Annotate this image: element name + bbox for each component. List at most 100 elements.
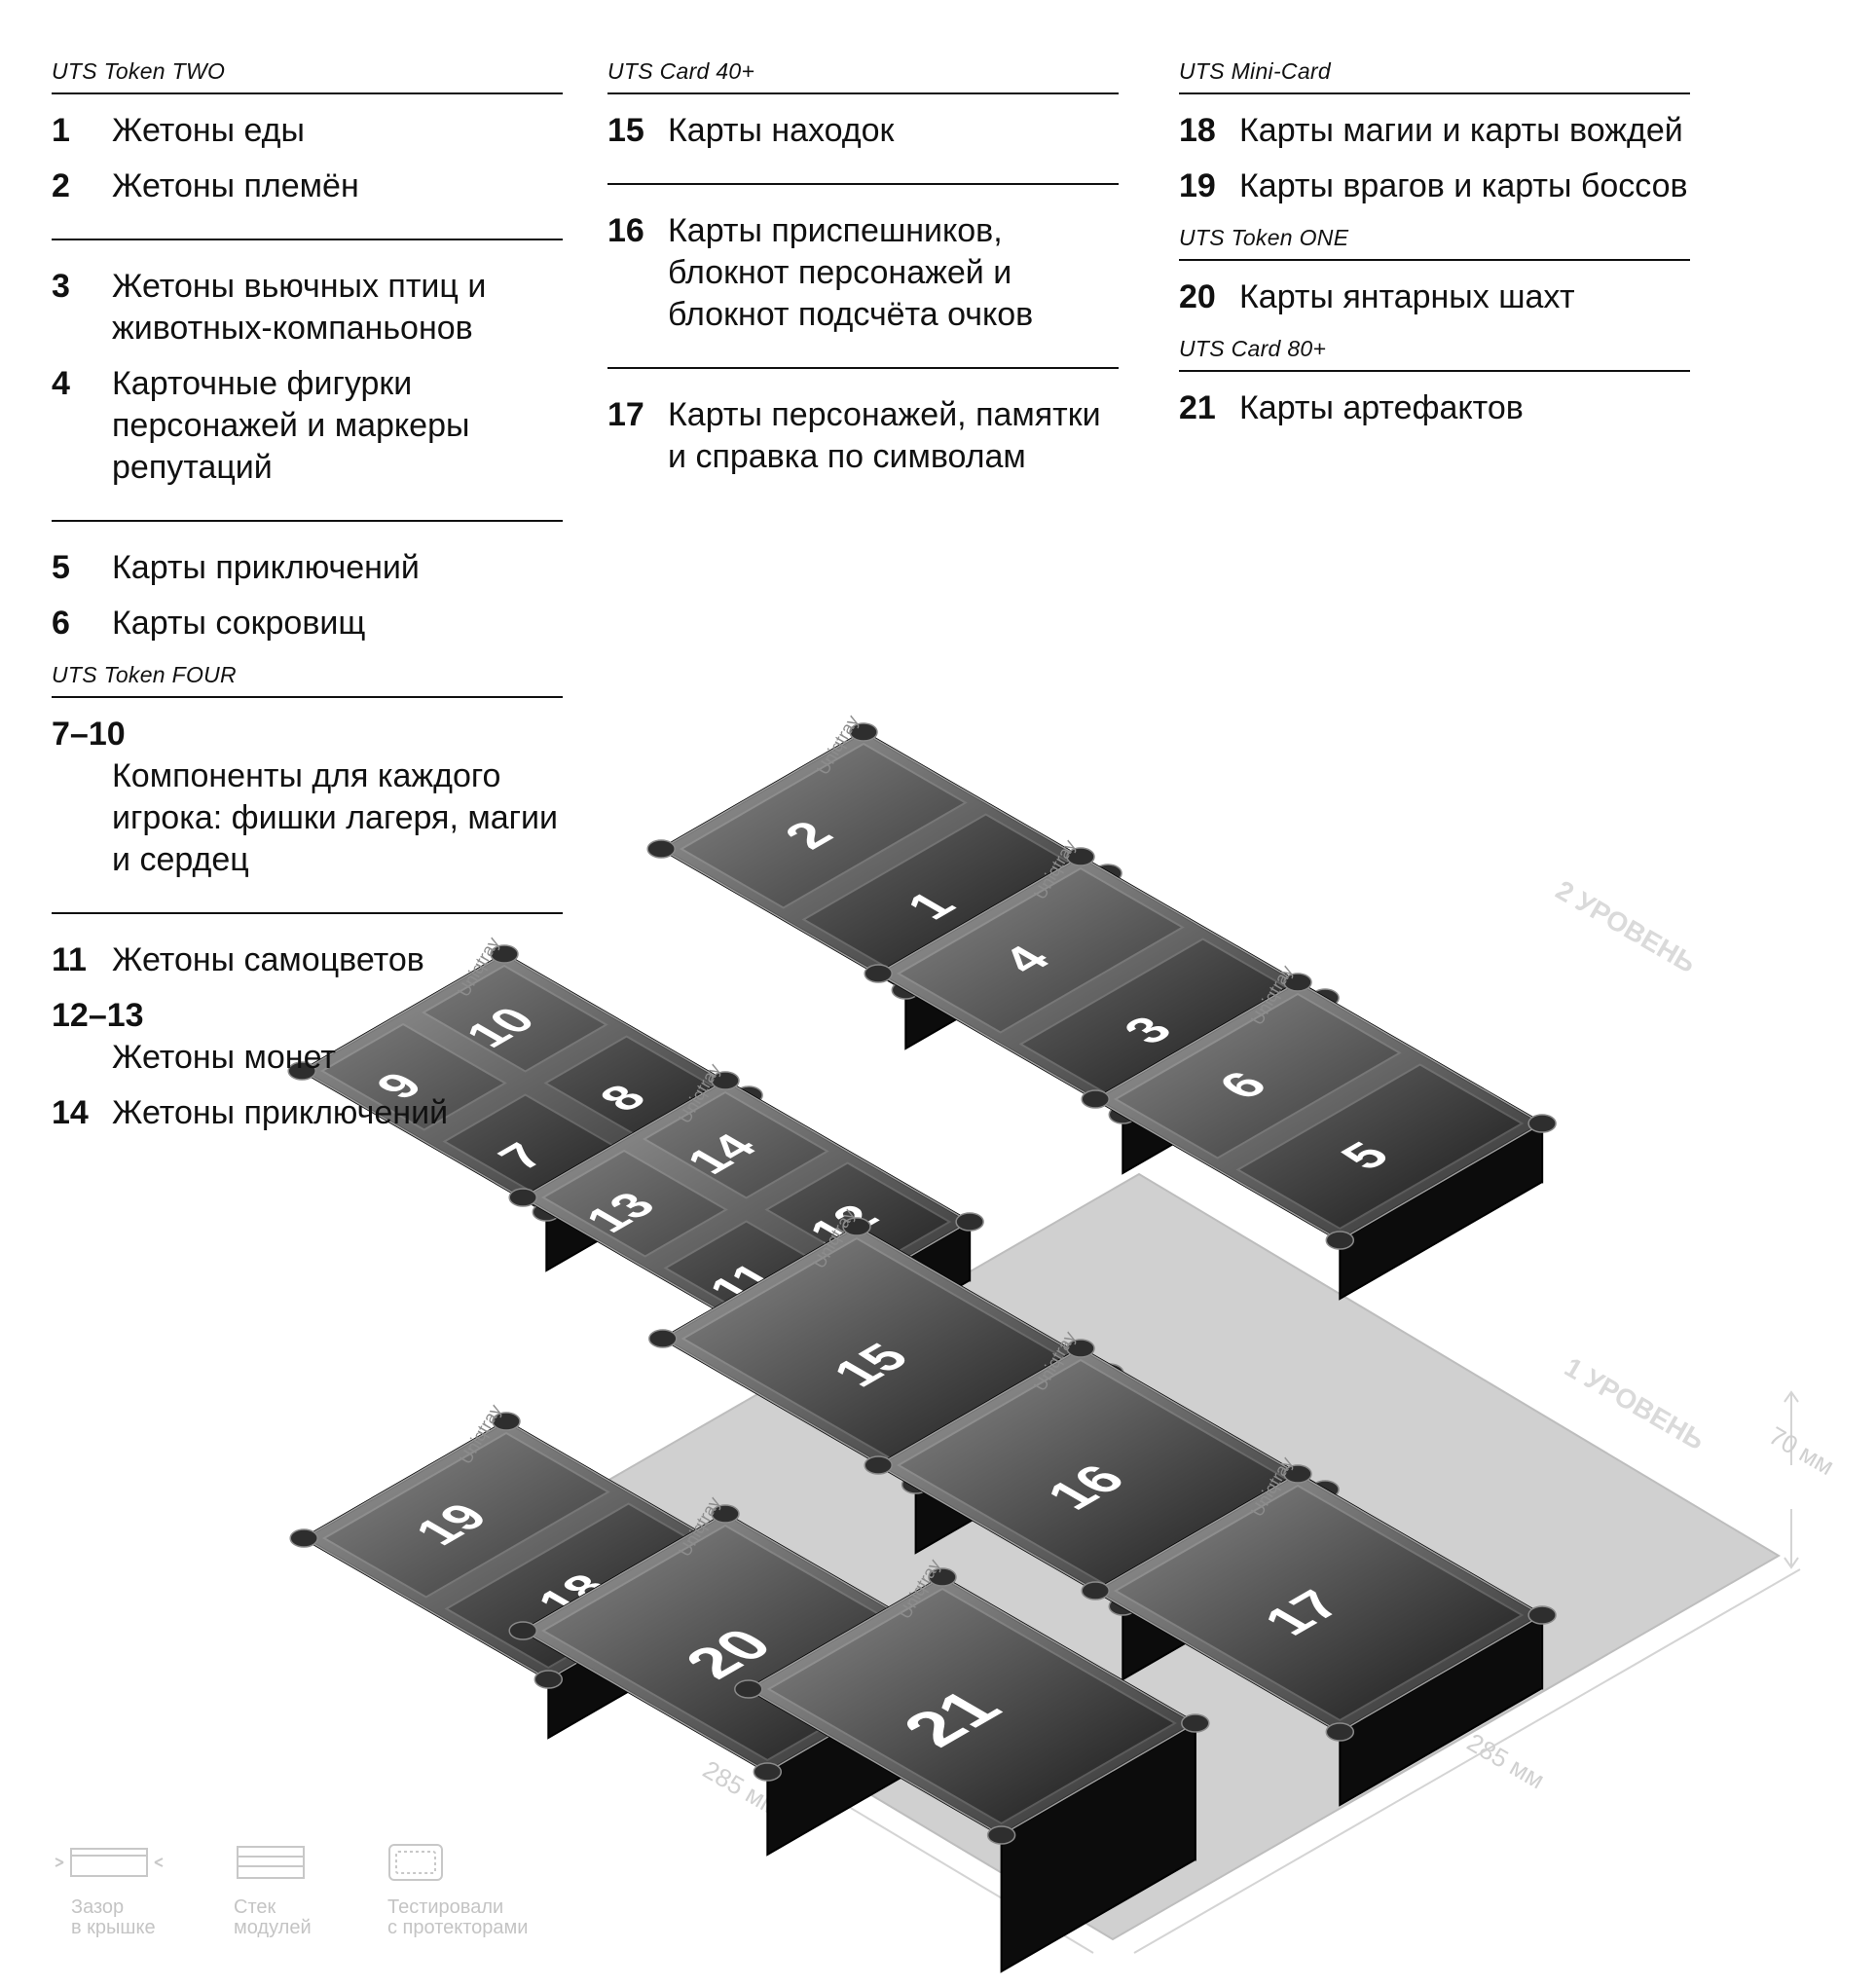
- legend-item: 21 Карты артефактов: [1179, 387, 1690, 429]
- item-number: 1: [52, 112, 70, 149]
- legend-item: 3 Жетоны вьючных птиц и животных-компаньо…: [52, 266, 563, 350]
- corner-latch: [928, 1567, 957, 1587]
- corner-latch: [955, 1212, 984, 1232]
- item-number: 7–10: [52, 716, 126, 753]
- item-group: 17 Карты персонажей, памятки и справка по…: [607, 394, 1119, 509]
- item-group: 21 Карты артефактов: [1179, 387, 1690, 460]
- module-stack-line1: Стек: [234, 1896, 276, 1918]
- sleeve-line1: Тестировали: [387, 1896, 504, 1918]
- item-number: 11: [52, 941, 87, 978]
- legend-item: 4 Карточные фигурки персонажей и маркеры …: [52, 363, 563, 489]
- legend-column-3: UTS Mini-Card 18 Карты магии и карты вожде…: [1179, 58, 1690, 486]
- legend-item: 5 Карты приключений: [52, 547, 563, 589]
- module-stack-feature: Стек модулей: [234, 1843, 312, 1938]
- item-number: 3: [52, 268, 70, 305]
- item-label: Карты янтарных шахт: [1239, 278, 1575, 315]
- item-label: Жетоны еды: [112, 112, 305, 149]
- corner-latch: [1066, 1339, 1095, 1358]
- item-label: Карты находок: [668, 112, 895, 149]
- section-header: UTS Card 40+: [607, 58, 1119, 94]
- section-header: UTS Token ONE: [1179, 225, 1690, 261]
- lid-gap-feature: Зазор в крышке: [52, 1843, 178, 1938]
- height-label: 70 мм: [1764, 1420, 1839, 1481]
- item-number: 17: [607, 396, 644, 433]
- legend-item: 20 Карты янтарных шахт: [1179, 276, 1690, 318]
- corner-latch: [849, 722, 878, 742]
- width-label-right: 285 мм: [1462, 1727, 1550, 1794]
- legend-item: 17 Карты персонажей, памятки и справка по…: [607, 394, 1119, 478]
- legend-item: 18 Карты магии и карты вождей: [1179, 110, 1690, 152]
- corner-latch: [648, 1329, 678, 1348]
- item-label: Карты врагов и карты боссов: [1239, 167, 1688, 204]
- legend-item: 11 Жетоны самоцветов: [52, 939, 563, 981]
- corner-latch: [986, 1825, 1016, 1845]
- item-label: Карты приключений: [112, 549, 420, 586]
- legend-item: 14 Жетоны приключений: [52, 1092, 563, 1134]
- corner-latch: [864, 1455, 893, 1475]
- corner-latch: [734, 1679, 763, 1699]
- item-number: 2: [52, 167, 70, 204]
- item-label: Жетоны племён: [112, 167, 359, 204]
- lid-gap-icon: [55, 1848, 164, 1877]
- corner-latch: [533, 1670, 564, 1689]
- item-number: 4: [52, 365, 70, 402]
- corner-latch: [1283, 1464, 1312, 1484]
- corner-latch: [711, 1504, 740, 1524]
- item-label: Жетоны самоцветов: [112, 941, 424, 978]
- item-group: 20 Карты янтарных шахт: [1179, 276, 1690, 318]
- corner-latch: [753, 1762, 783, 1782]
- item-number: 19: [1179, 167, 1216, 204]
- tray-module: 21Uniqtray: [734, 1556, 1210, 1973]
- corner-latch: [508, 1621, 537, 1640]
- module-stack-line2: модулей: [234, 1917, 312, 1938]
- item-label: Карты артефактов: [1239, 389, 1524, 426]
- legend-item: 19 Карты врагов и карты боссов: [1179, 166, 1690, 207]
- item-number: 5: [52, 549, 70, 586]
- legend-item: 2 Жетоны племён: [52, 166, 563, 207]
- lid-gap-line2: в крышке: [71, 1917, 156, 1938]
- corner-latch: [864, 964, 893, 983]
- item-number: 16: [607, 212, 644, 249]
- corner-latch: [1066, 847, 1095, 866]
- item-label: Карточные фигурки персонажей и маркеры р…: [112, 365, 470, 486]
- section-header: UTS Token FOUR: [52, 662, 563, 698]
- item-number: 6: [52, 605, 70, 642]
- corner-latch: [1527, 1605, 1557, 1625]
- corner-latch: [1283, 973, 1312, 992]
- section-header: UTS Card 80+: [1179, 336, 1690, 372]
- corner-latch: [508, 1188, 537, 1207]
- item-number: 20: [1179, 278, 1216, 315]
- corner-latch: [1527, 1114, 1557, 1133]
- item-number: 21: [1179, 389, 1216, 426]
- corner-latch: [1325, 1231, 1355, 1250]
- sleeve-feature: Тестировали с протекторами: [387, 1843, 528, 1938]
- sleeve-line2: с протекторами: [387, 1917, 529, 1938]
- lid-gap-line1: Зазор: [71, 1896, 125, 1918]
- corner-latch: [1081, 1581, 1110, 1601]
- corner-latch: [711, 1071, 740, 1090]
- section-header: UTS Mini-Card: [1179, 58, 1690, 94]
- item-group: 18 Карты магии и карты вождей 19 Карты враг…: [1179, 110, 1690, 207]
- item-label: Карты магии и карты вождей: [1239, 112, 1683, 149]
- item-label: Жетоны вьючных птиц и животных-компаньон…: [112, 268, 487, 347]
- item-number: 12–13: [52, 997, 144, 1034]
- corner-latch: [842, 1217, 871, 1236]
- module-stack-icon: [237, 1846, 305, 1879]
- corner-latch: [490, 944, 519, 964]
- item-number: 14: [52, 1094, 89, 1131]
- item-label: Жетоны приключений: [112, 1094, 449, 1131]
- level-2-label: 2 УРОВЕНЬ: [1551, 874, 1701, 978]
- item-number: 18: [1179, 112, 1216, 149]
- corner-latch: [646, 839, 676, 859]
- item-label: Карты персонажей, памятки и справка по с…: [668, 396, 1101, 475]
- item-group: 3 Жетоны вьючных птиц и животных-компаньо…: [52, 266, 563, 522]
